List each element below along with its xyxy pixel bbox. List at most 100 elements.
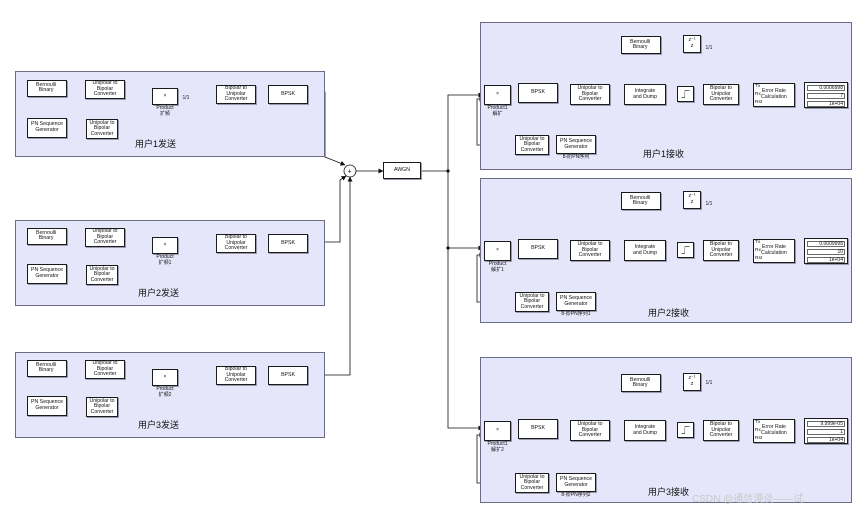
unipolar-to-bipolar-block-2[interactable]: Unipolar to Bipolar Converter (85, 228, 125, 247)
tx-title-1: 用户1发送 (135, 139, 177, 149)
pn-generator-block-3[interactable]: PN Sequence Generator (27, 396, 67, 416)
pn-generator-rx-block-2[interactable]: PN Sequence Generator (556, 292, 596, 311)
gain-label-tx1: 1/1 (182, 95, 190, 101)
bpsk-demod-block-3[interactable]: BPSK (518, 419, 558, 439)
display-value-3: 1e+04 (807, 437, 845, 443)
display-value-1: 9.999e-05 (807, 421, 845, 427)
bipolar-to-unipolar-rx-block-1[interactable]: Bipolar to Unipolar Converter (703, 84, 739, 105)
product-despread-block-1[interactable]: × (484, 85, 511, 105)
integrate-dump-block-2[interactable]: Integrate and Dump (624, 240, 666, 261)
error-rate-port-rx-1: Rx (755, 92, 761, 97)
display-value-3: 1e+04 (807, 257, 845, 263)
branch-point-awgn (446, 169, 450, 173)
display-value-2: 10 (807, 249, 845, 255)
product-spread-label-1: Product 扩频 (156, 105, 174, 117)
unipolar-to-bipolar-rx-block-1[interactable]: Unipolar to Bipolar Converter (570, 84, 610, 105)
product-despread-block-2[interactable]: × (484, 241, 511, 261)
error-rate-port-rst-2: Rst (755, 256, 763, 261)
bipolar-to-unipolar-rx-block-3[interactable]: Bipolar to Unipolar Converter (703, 420, 739, 441)
bipolar-to-unipolar-rx-block-2[interactable]: Bipolar to Unipolar Converter (703, 240, 739, 261)
bernoulli-binary-block-1[interactable]: Bernoulli Binary (27, 80, 67, 97)
unipolar-to-bipolar-pn-block-1[interactable]: Unipolar to Bipolar Converter (86, 119, 118, 139)
unipolar-to-bipolar-rx-block-3[interactable]: Unipolar to Bipolar Converter (570, 420, 610, 441)
product-despread-label-1: Product1 解扩 (487, 105, 508, 117)
bernoulli-binary-ref-block-3[interactable]: Bernoulli Binary (621, 374, 661, 392)
error-rate-block-1[interactable]: Error Rate Calculation (753, 83, 795, 107)
bipolar-to-unipolar-block-tx-2[interactable]: Bipolar to Unipolar Converter (216, 234, 256, 253)
display-value-2: 7 (807, 93, 845, 99)
error-rate-port-rst-3: Rst (755, 436, 763, 441)
error-display-3[interactable]: 9.999e-05 1 1e+04 (804, 418, 848, 444)
error-rate-block-2[interactable]: Error Rate Calculation (753, 239, 795, 263)
unipolar-to-bipolar-pn-rx-block-1[interactable]: Unipolar to Bipolar Converter (515, 135, 549, 155)
tx-title-2: 用户2发送 (138, 288, 180, 298)
pn-generator-rx-block-1[interactable]: PN Sequence Generator (556, 135, 596, 154)
wire-awgn-rx3 (447, 248, 484, 431)
product-spread-label-2: Product 扩频1 (156, 254, 174, 266)
product-spread-block-1[interactable]: × (152, 88, 178, 105)
unipolar-to-bipolar-pn-rx-block-2[interactable]: Unipolar to Bipolar Converter (515, 292, 549, 312)
product-spread-block-3[interactable]: × (152, 369, 178, 386)
wire-awgn-rx2 (447, 171, 484, 251)
product-despread-block-3[interactable]: × (484, 421, 511, 441)
error-rate-port-tx-3: Tx (755, 420, 761, 425)
bpsk-modulator-block-1[interactable]: BPSK (268, 85, 308, 104)
step-icon (679, 424, 692, 436)
error-rate-port-tx-2: Tx (755, 240, 761, 245)
product-despread-label-3: Product1 解扩2 (487, 441, 508, 453)
product-despread-label-2: Product 解扩1 (488, 261, 507, 273)
delay-gain-label-1: 1/1 (705, 45, 713, 51)
display-value-1: 0.0006998 (807, 85, 845, 91)
tx-title-3: 用户3发送 (138, 420, 180, 430)
error-display-1[interactable]: 0.0006998 7 1e+04 (804, 82, 848, 108)
unipolar-to-bipolar-pn-block-3[interactable]: Unipolar to Bipolar Converter (86, 397, 118, 417)
bpsk-modulator-block-3[interactable]: BPSK (268, 366, 308, 385)
display-value-2: 1 (807, 429, 845, 435)
unipolar-to-bipolar-rx-block-2[interactable]: Unipolar to Bipolar Converter (570, 240, 610, 261)
bernoulli-binary-ref-block-2[interactable]: Bernoulli Binary (621, 192, 661, 210)
delay-block-3[interactable]: z⁻¹ z (683, 373, 701, 391)
sign-step-block-2[interactable] (677, 242, 694, 258)
unipolar-to-bipolar-pn-block-2[interactable]: Unipolar to Bipolar Converter (86, 265, 118, 285)
unipolar-to-bipolar-block-3[interactable]: Unipolar to Bipolar Converter (85, 360, 125, 379)
bpsk-demod-block-2[interactable]: BPSK (518, 239, 558, 259)
integrate-dump-block-1[interactable]: Integrate and Dump (624, 84, 666, 105)
pn-generator-block-2[interactable]: PN Sequence Generator (27, 264, 67, 284)
rx-title-2: 用户2接收 (648, 308, 690, 318)
bernoulli-binary-ref-block-1[interactable]: Bernoulli Binary (621, 36, 661, 54)
pn-sequence-label-1: 8-阶PN序列 (562, 154, 590, 160)
sign-step-block-3[interactable] (677, 422, 694, 438)
sign-step-block-1[interactable] (677, 86, 694, 102)
product-spread-block-2[interactable]: × (152, 237, 178, 254)
error-rate-port-rx-3: Rx (755, 428, 761, 433)
bipolar-to-unipolar-block-tx-3[interactable]: Bipolar to Unipolar Converter (216, 366, 256, 385)
bpsk-demod-block-1[interactable]: BPSK (518, 83, 558, 103)
sum-plus-icon: + (348, 169, 352, 176)
error-display-2[interactable]: 0.0009998 10 1e+04 (804, 238, 848, 264)
pn-generator-rx-block-3[interactable]: PN Sequence Generator (556, 473, 596, 492)
delay-block-2[interactable]: z⁻¹ z (683, 191, 701, 209)
pn-sequence-label-3: 8-阶PN序列2 (561, 492, 591, 498)
awgn-channel-block[interactable]: AWGN (383, 162, 421, 179)
pn-sequence-label-2: 8-阶PN序列1 (561, 311, 591, 317)
delay-block-1[interactable]: z⁻¹ z (683, 35, 701, 53)
display-value-1: 0.0009998 (807, 241, 845, 247)
error-rate-block-3[interactable]: Error Rate Calculation (753, 419, 795, 443)
unipolar-to-bipolar-block-1[interactable]: Unipolar to Bipolar Converter (85, 80, 125, 99)
step-icon (679, 244, 692, 256)
step-icon (681, 90, 690, 98)
unipolar-to-bipolar-pn-rx-block-3[interactable]: Unipolar to Bipolar Converter (515, 473, 549, 493)
bernoulli-binary-block-2[interactable]: Bernoulli Binary (27, 228, 67, 245)
bpsk-modulator-block-2[interactable]: BPSK (268, 234, 308, 253)
delay-gain-label-3: 1/1 (705, 380, 713, 386)
pn-generator-block-1[interactable]: PN Sequence Generator (27, 118, 67, 138)
branch-point-rx2 (446, 246, 450, 250)
wire-awgn-rx1 (421, 92, 484, 172)
bipolar-to-unipolar-block-tx-1[interactable]: Bipolar to Unipolar Converter (216, 85, 256, 104)
error-rate-port-rx-2: Rx (755, 248, 761, 253)
step-icon (681, 246, 690, 254)
bernoulli-binary-block-3[interactable]: Bernoulli Binary (27, 360, 67, 377)
display-value-3: 1e+04 (807, 101, 845, 107)
integrate-dump-block-3[interactable]: Integrate and Dump (624, 420, 666, 441)
